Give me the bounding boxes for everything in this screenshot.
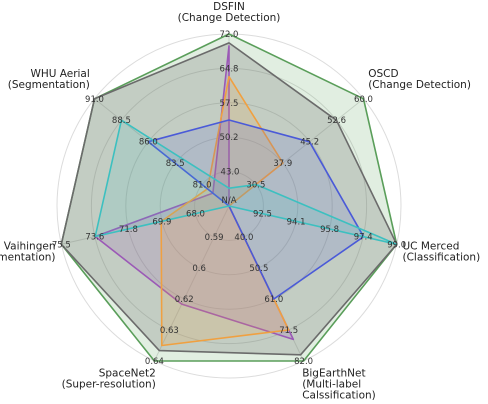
tick-label: 69.9 bbox=[152, 217, 171, 227]
tick-label: 86.0 bbox=[139, 138, 158, 148]
axis-title: WHU Aerial(Segmentation) bbox=[8, 68, 90, 91]
tick-label: 68.0 bbox=[186, 210, 205, 220]
tick-label: 61.0 bbox=[264, 295, 283, 305]
radar-axis-labels: DSFIN(Change Detection) OSCD(Change Detec… bbox=[0, 1, 480, 401]
tick-label: 91.0 bbox=[85, 95, 104, 105]
series-polygon bbox=[94, 119, 398, 246]
tick-label: 60.0 bbox=[354, 95, 373, 105]
series-polygon bbox=[147, 119, 365, 300]
tick-label: 30.5 bbox=[246, 181, 265, 191]
tick-label: 95.8 bbox=[320, 225, 339, 235]
tick-label: 64.8 bbox=[220, 64, 239, 74]
tick-label: 50.5 bbox=[249, 264, 268, 274]
tick-label: 73.6 bbox=[85, 233, 104, 243]
axis-title: Vaihingen(Segmentation) bbox=[0, 241, 56, 264]
tick-label: 82.0 bbox=[294, 357, 313, 367]
tick-label: 45.2 bbox=[300, 138, 319, 148]
axis-title: SpaceNet2(Super-resolution) bbox=[62, 367, 156, 390]
tick-label: 40.0 bbox=[234, 233, 253, 243]
tick-label: 88.5 bbox=[112, 116, 131, 126]
axis-title: UC Merced(Classification) bbox=[403, 241, 481, 264]
tick-label: 94.1 bbox=[287, 217, 306, 227]
radar-series bbox=[60, 33, 398, 362]
tick-label: 72.0 bbox=[220, 30, 239, 40]
tick-label: 0.6 bbox=[192, 264, 206, 274]
tick-label: 0.62 bbox=[175, 295, 194, 305]
tick-label: 71.8 bbox=[119, 225, 138, 235]
axis-spoke bbox=[153, 205, 230, 362]
tick-label: 97.4 bbox=[354, 233, 373, 243]
tick-label: 57.5 bbox=[220, 99, 239, 109]
tick-label: 43.0 bbox=[221, 168, 240, 178]
tick-label: 75.5 bbox=[52, 240, 71, 250]
tick-label: 0.59 bbox=[205, 233, 224, 243]
series-polygon bbox=[160, 75, 290, 347]
tick-label: 37.9 bbox=[273, 159, 292, 169]
radar-tick-labels: 50.2 57.5 64.8 72.0 30.5 37.9 45.2 52.6 60.0 92.5… bbox=[52, 30, 406, 367]
tick-label: 92.5 bbox=[253, 210, 272, 220]
tick-label: 50.2 bbox=[220, 133, 239, 143]
tick-label: 52.6 bbox=[327, 116, 346, 126]
tick-label: 0.64 bbox=[145, 357, 164, 367]
tick-label: 83.5 bbox=[166, 159, 185, 169]
tick-label: 81.0 bbox=[193, 181, 212, 191]
tick-label: 0.63 bbox=[160, 326, 179, 336]
tick-label: 99.0 bbox=[387, 240, 406, 250]
center-label: N/A bbox=[221, 196, 236, 206]
axis-title: DSFIN(Change Detection) bbox=[178, 1, 281, 24]
tick-label: 71.5 bbox=[279, 326, 298, 336]
axis-title: OSCD(Change Detection) bbox=[368, 68, 471, 91]
